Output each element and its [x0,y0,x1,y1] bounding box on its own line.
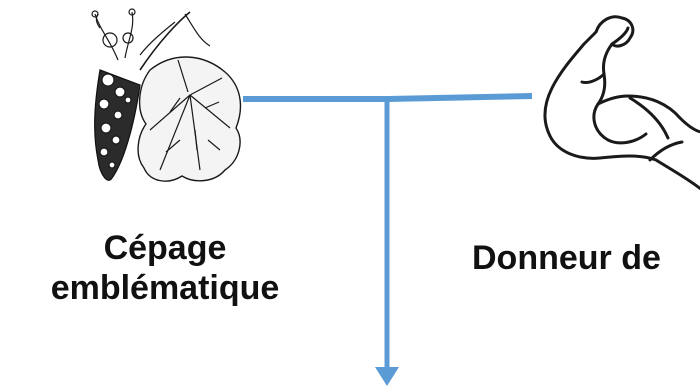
flexed-arm-icon [543,15,700,191]
vine-leaf [137,56,242,182]
connector-group [243,93,533,386]
left-label-line1: Cépage [103,229,227,267]
grape-vine-icon [91,8,242,182]
right-label-line1: Donneur de [472,239,661,277]
connector-right-segment [387,93,533,102]
grape-cluster [94,69,141,181]
left-label: Cépage emblématique [10,228,320,308]
arrow-head [375,367,399,386]
left-label-line2: emblématique [50,269,280,307]
right-label: Donneur de [472,238,661,278]
